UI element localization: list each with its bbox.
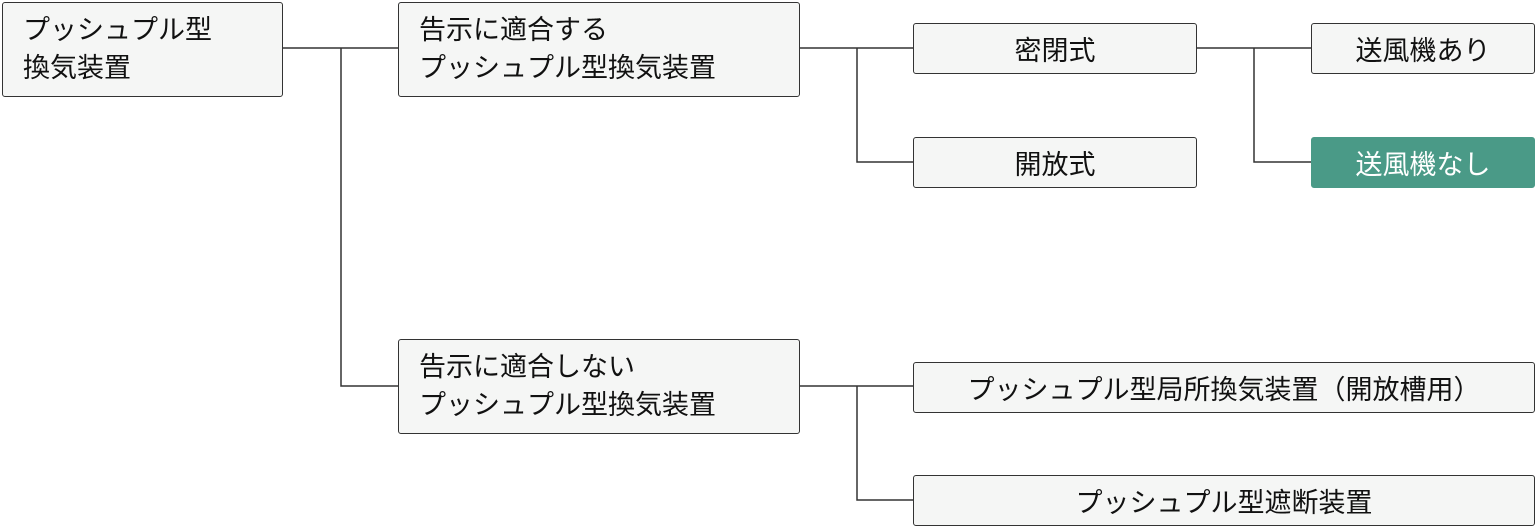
node-root: プッシュプル型換気装置 [2, 2, 283, 97]
node-text: プッシュプル型 [23, 14, 212, 46]
node-compliant: 告示に適合するプッシュプル型換気装置 [398, 2, 800, 97]
node-without-fan: 送風機なし [1311, 137, 1535, 188]
node-open: 開放式 [913, 137, 1197, 188]
node-local-exhaust: プッシュプル型局所換気装置（開放槽用） [913, 362, 1535, 413]
node-closed: 密閉式 [913, 23, 1197, 74]
node-with-fan: 送風機あり [1311, 23, 1535, 74]
node-noncompliant: 告示に適合しないプッシュプル型換気装置 [398, 339, 800, 434]
node-text: 告示に適合しない [419, 351, 635, 383]
node-text: 換気装置 [23, 52, 131, 84]
node-text: プッシュプル型換気装置 [419, 52, 716, 84]
node-shutoff: プッシュプル型遮断装置 [913, 475, 1535, 526]
node-text: プッシュプル型換気装置 [419, 389, 716, 421]
node-text: 告示に適合する [419, 14, 608, 46]
